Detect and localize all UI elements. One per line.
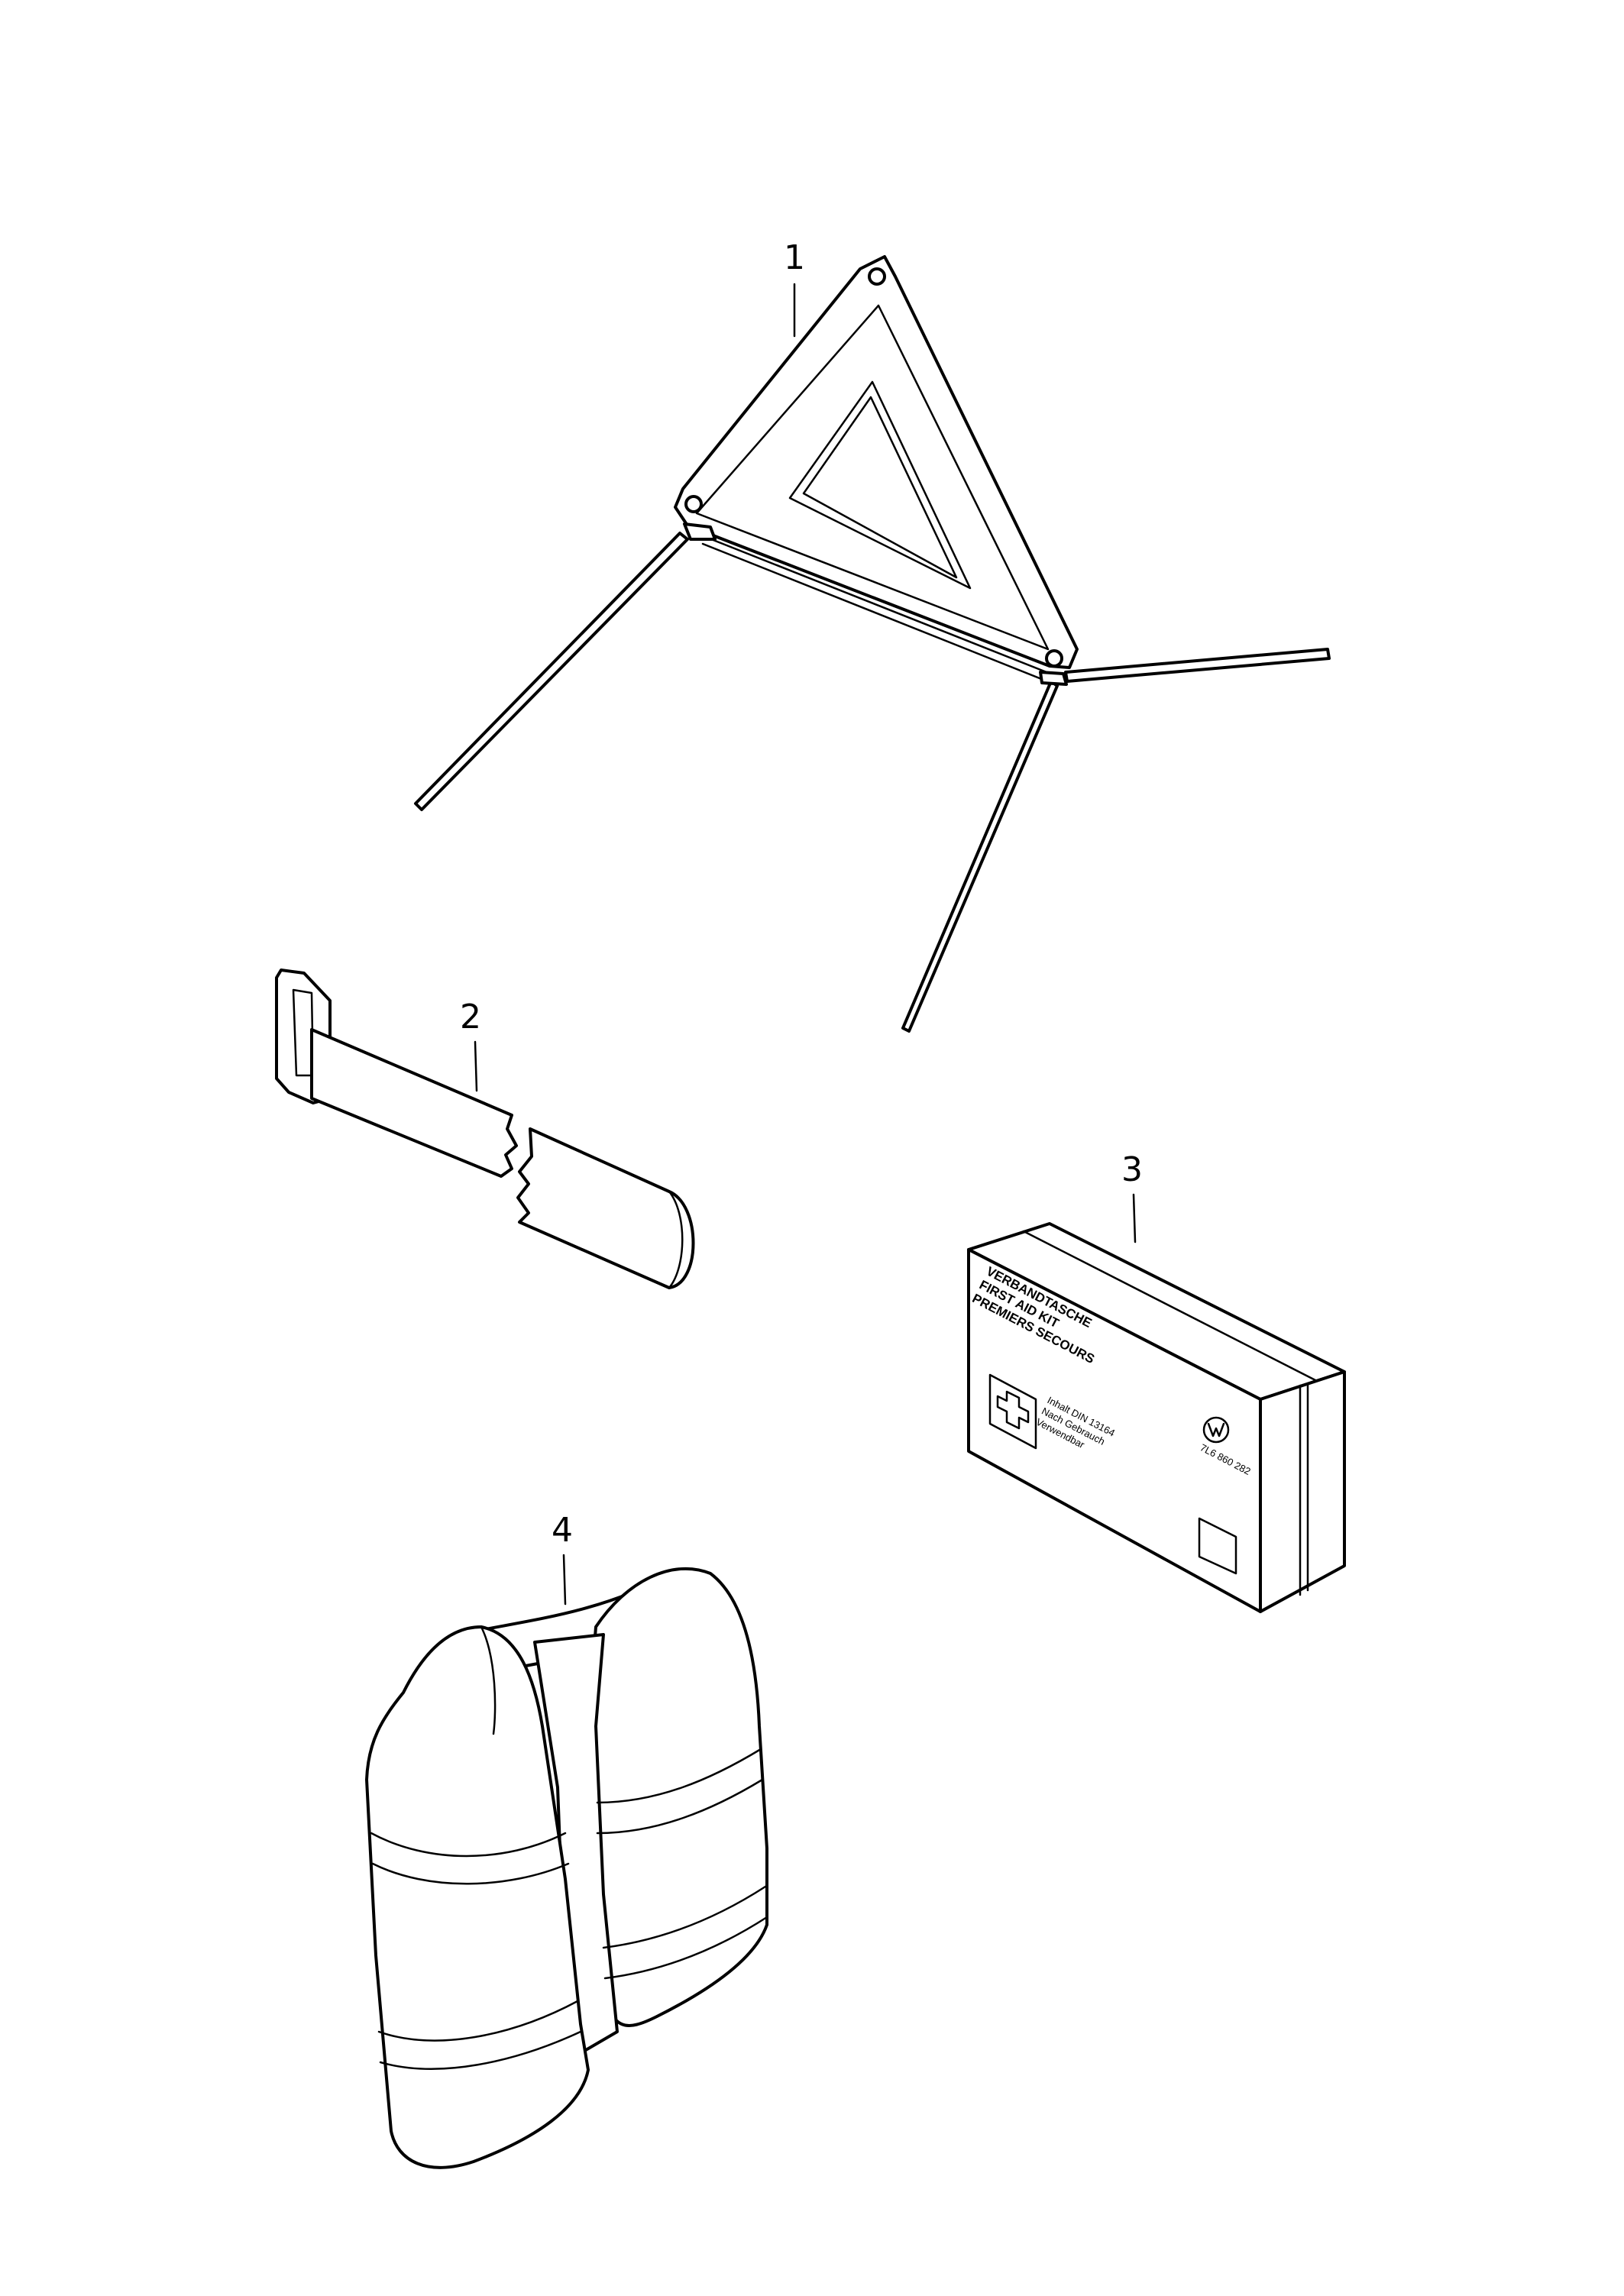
callout-3: 3	[1121, 1150, 1143, 1243]
callout-label-1: 1	[784, 238, 805, 277]
cross-icon	[988, 1373, 1037, 1450]
callout-label-3: 3	[1121, 1150, 1143, 1189]
callout-label-4: 4	[552, 1511, 573, 1550]
callout-label-2: 2	[460, 998, 481, 1036]
safety-vest	[365, 1567, 768, 2169]
callout-4: 4	[552, 1511, 573, 1606]
vw-logo-icon	[1202, 1416, 1230, 1444]
warning-triangle	[414, 255, 1331, 1033]
strap	[275, 969, 695, 1289]
first-aid-kit	[967, 1222, 1346, 1613]
callout-1: 1	[784, 238, 805, 338]
callout-2: 2	[460, 998, 481, 1092]
